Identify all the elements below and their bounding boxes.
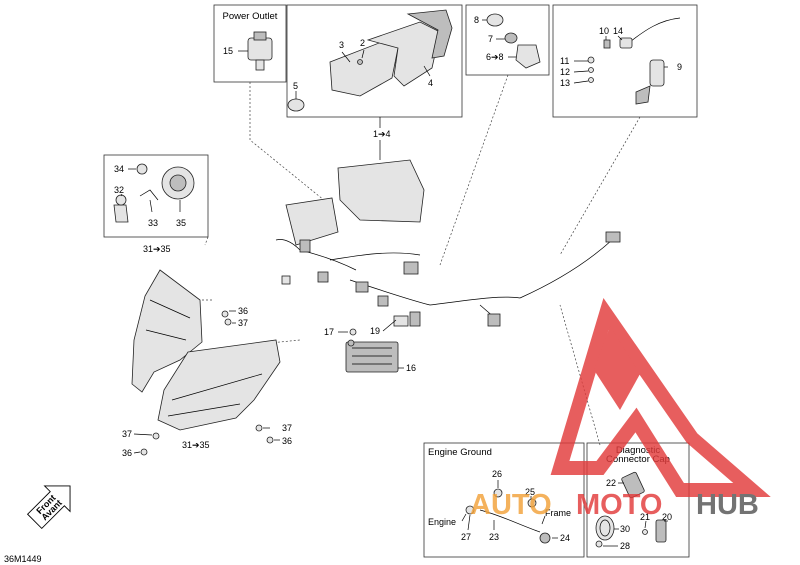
label-2: 2 bbox=[360, 38, 365, 48]
watermark-moto: MOTO bbox=[576, 489, 662, 521]
label-25: 25 bbox=[525, 487, 535, 497]
label-30: 30 bbox=[620, 524, 630, 534]
power-outlet-title: Power Outlet bbox=[223, 11, 278, 22]
label-36-c: 36 bbox=[122, 448, 132, 458]
engine-ground-box: Engine Ground bbox=[423, 442, 585, 558]
label-21: 21 bbox=[640, 512, 650, 522]
diagnostic-title-1: Diagnostic bbox=[616, 445, 661, 456]
diagnostic-cap-box: Diagnostic Connector Cap bbox=[586, 442, 690, 558]
engine-ground-parts: 26 25 Engine Frame 27 23 24 bbox=[428, 469, 571, 544]
watermark-hub: HUB bbox=[696, 489, 759, 521]
label-37-a: 37 bbox=[238, 318, 248, 328]
front-arrow: Front Avant bbox=[26, 485, 71, 530]
label-20: 20 bbox=[662, 512, 672, 522]
label-16: 16 bbox=[406, 363, 416, 373]
label-36-b: 36 bbox=[282, 436, 292, 446]
wiring-harness bbox=[275, 159, 621, 327]
label-35: 35 bbox=[176, 218, 186, 228]
label-9: 9 bbox=[677, 62, 682, 72]
label-19: 19 bbox=[370, 326, 380, 336]
label-34: 34 bbox=[114, 164, 124, 174]
frame-text: Frame bbox=[545, 508, 571, 518]
engine-ground-title: Engine Ground bbox=[428, 447, 492, 458]
label-31-35-bottom: 31➔35 bbox=[182, 440, 210, 450]
label-5: 5 bbox=[293, 81, 298, 91]
headlight-bulb-box bbox=[103, 154, 209, 238]
label-27: 27 bbox=[461, 532, 471, 542]
headlight-bulb-parts: 34 32 33 35 bbox=[113, 163, 195, 228]
socket-parts: 8 7 6➔8 bbox=[474, 13, 541, 69]
label-4: 4 bbox=[428, 78, 433, 88]
label-12: 12 bbox=[560, 67, 570, 77]
instrument-cluster-parts: 3 2 4 5 bbox=[287, 9, 453, 112]
label-26: 26 bbox=[492, 469, 502, 479]
label-15: 15 bbox=[223, 46, 233, 56]
label-31-35-top: 31➔35 bbox=[143, 244, 171, 254]
engine-text: Engine bbox=[428, 517, 456, 527]
label-23: 23 bbox=[489, 532, 499, 542]
diagnostic-parts: 22 30 28 21 20 bbox=[595, 471, 672, 551]
label-13: 13 bbox=[560, 78, 570, 88]
label-28: 28 bbox=[620, 541, 630, 551]
drawing-code: 36M1449 bbox=[4, 554, 42, 564]
label-6-8: 6➔8 bbox=[486, 52, 504, 62]
label-7: 7 bbox=[488, 34, 493, 44]
label-37-c: 37 bbox=[122, 429, 132, 439]
label-36-a: 36 bbox=[238, 306, 248, 316]
label-33: 33 bbox=[148, 218, 158, 228]
label-1-4: 1➔4 bbox=[373, 129, 391, 139]
label-17: 17 bbox=[324, 327, 334, 337]
headlight-assembly: 36 37 37 36 37 36 bbox=[122, 269, 292, 458]
label-32: 32 bbox=[114, 185, 124, 195]
label-8: 8 bbox=[474, 15, 479, 25]
label-37-b: 37 bbox=[282, 423, 292, 433]
label-14: 14 bbox=[613, 26, 623, 36]
label-22: 22 bbox=[606, 478, 616, 488]
instrument-cluster-box bbox=[286, 4, 463, 118]
power-outlet-part: 15 bbox=[223, 31, 273, 71]
watermark-auto: AUTO bbox=[470, 489, 552, 521]
sensor-parts: 10 14 9 11 12 13 bbox=[560, 17, 682, 105]
label-11: 11 bbox=[560, 56, 569, 66]
label-10: 10 bbox=[599, 26, 609, 36]
diagnostic-title-2: Connector Cap bbox=[606, 454, 670, 465]
socket-box bbox=[465, 4, 550, 76]
automotohub-watermark: AUTO MOTO HUB bbox=[470, 298, 771, 521]
label-24: 24 bbox=[560, 533, 570, 543]
label-3: 3 bbox=[339, 40, 344, 50]
regulator-parts: 16 17 19 bbox=[324, 319, 416, 373]
sensor-box bbox=[552, 4, 698, 118]
